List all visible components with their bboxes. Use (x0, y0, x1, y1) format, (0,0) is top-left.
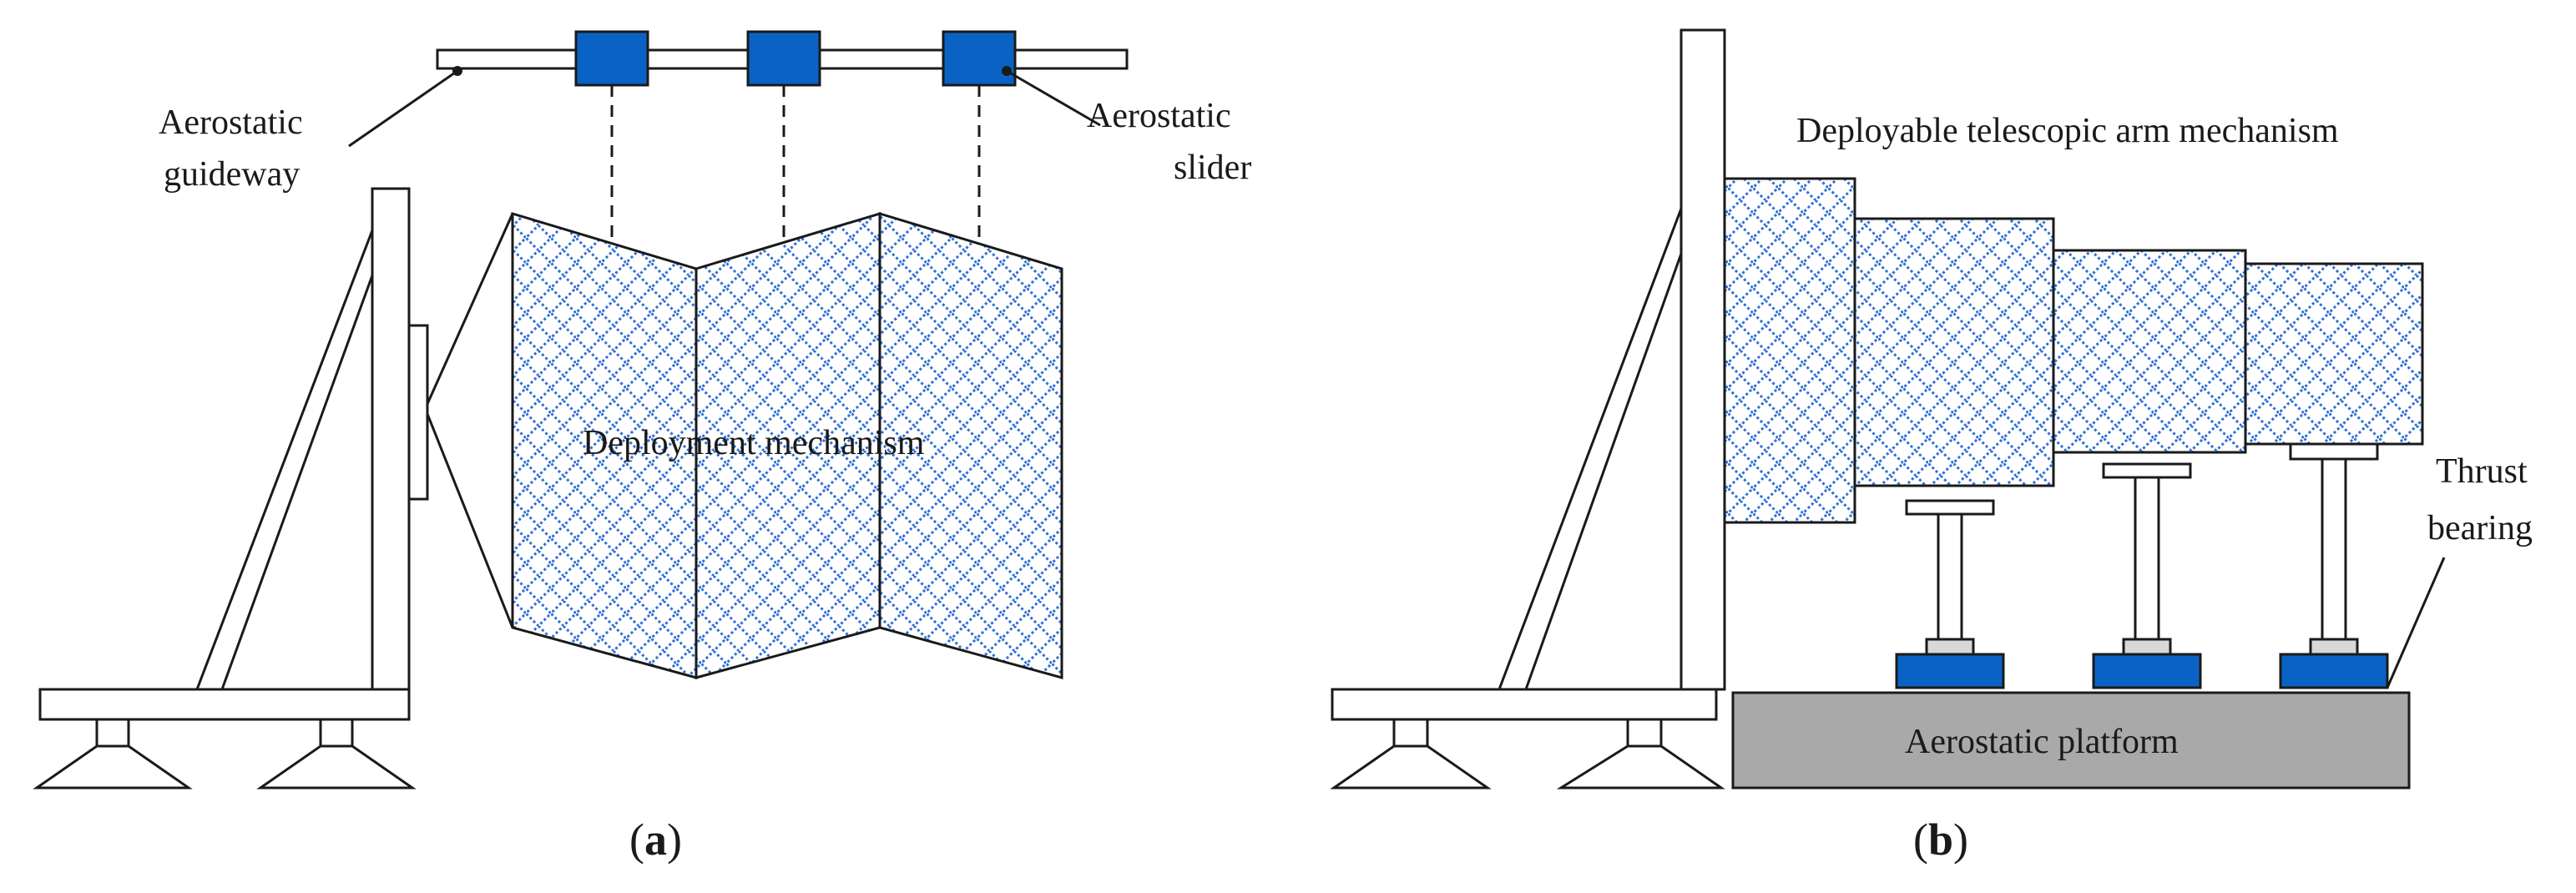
label-guideway-line1: Aerostatic (159, 103, 303, 142)
telescopic-arm (1723, 177, 2424, 524)
base-beam-a (38, 688, 411, 721)
thrust-bearing-1 (1895, 499, 2005, 689)
caption-b: (b) (1913, 815, 1968, 865)
foot-left-a (33, 718, 193, 790)
upright-column-a (371, 187, 411, 691)
guideway-leader-line (348, 69, 458, 148)
base-beam-b (1331, 688, 1718, 721)
label-thrust-line1: Thrust (2436, 452, 2528, 491)
thrust-leader-line (2386, 557, 2446, 689)
aerostatic-slider-3 (942, 30, 1017, 87)
foot-right-b (1556, 718, 1725, 790)
label-thrust-line2: bearing (2427, 509, 2533, 547)
caption-a: (a) (629, 815, 682, 865)
deployment-mechanism (511, 211, 1063, 679)
label-slider-line1: Aerostatic (1087, 97, 1231, 135)
panel-b: Deployable telescopic arm mechanism Thru… (1330, 28, 2533, 865)
mount-plate-a (407, 324, 429, 501)
foot-left-b (1330, 718, 1492, 790)
aerostatic-platform (1731, 691, 2411, 790)
label-slider-line2: slider (1174, 149, 1251, 187)
panel-a: Aerostatic guideway Aerostatic slider De… (33, 30, 1251, 865)
label-telescopic-arm: Deployable telescopic arm mechanism (1796, 112, 2339, 150)
foot-right-a (256, 718, 417, 790)
diagonal-strut-a (194, 230, 374, 691)
aerostatic-slider-1 (574, 30, 649, 87)
thrust-bearing-3 (2279, 442, 2389, 689)
label-deployment-mechanism: Deployment mechanism (583, 424, 925, 462)
slider-leader-line (1006, 69, 1101, 127)
diagonal-strut-b (1497, 208, 1683, 691)
aerostatic-slider-2 (746, 30, 821, 87)
label-guideway-line2: guideway (164, 155, 300, 194)
thrust-bearing-2 (2092, 462, 2202, 689)
upright-column-b (1679, 28, 1726, 691)
label-aerostatic-platform: Aerostatic platform (1905, 723, 2179, 761)
